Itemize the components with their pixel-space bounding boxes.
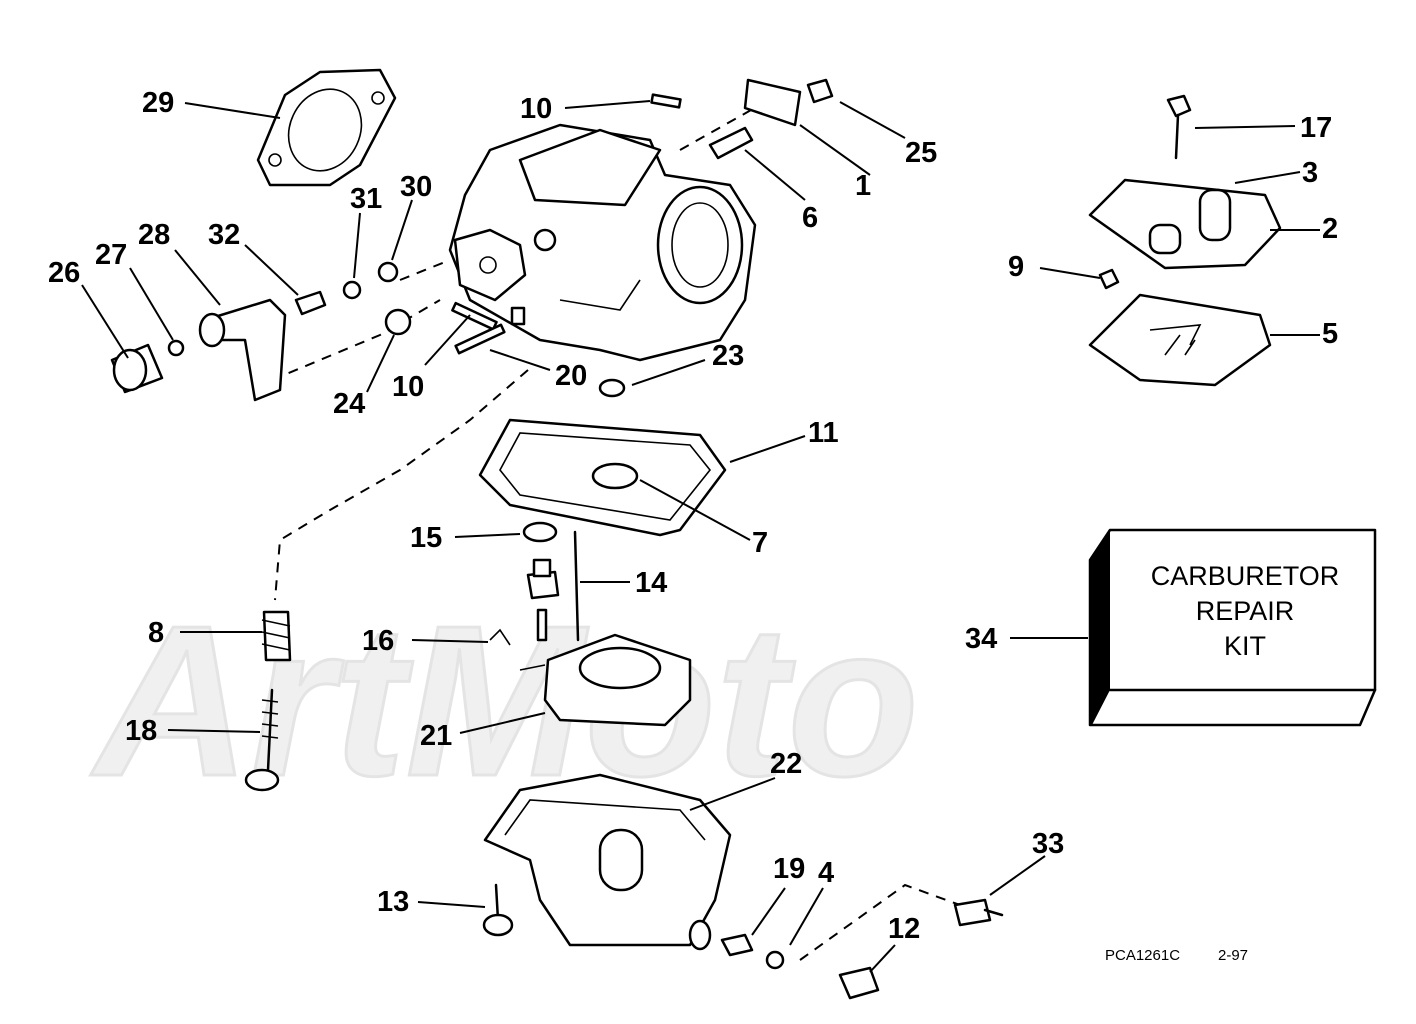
callout-8: 8 [148,617,164,649]
float-bowl [483,773,732,951]
callout-12: 12 [888,913,920,945]
callout-34: 34 [965,623,997,655]
kit-label-line-3: KIT [1224,631,1266,661]
bottom-small-parts [482,883,1004,1000]
needle-spring [244,610,292,792]
part-29-flange-gasket [256,68,397,187]
callout-31: 31 [350,183,382,215]
callout-14: 14 [635,567,667,599]
callout-13: 13 [377,886,409,918]
callout-17: 17 [1300,112,1332,144]
callout-11: 11 [808,417,839,449]
kit-label-line-2: REPAIR [1196,596,1295,626]
figure-code-id: PCA1261C [1105,947,1180,964]
callout-21: 21 [420,720,452,752]
callout-25: 25 [905,137,937,169]
watermark-text: ArtMoto [90,580,919,821]
callout-22: 22 [770,748,802,780]
callout-19: 19 [773,853,805,885]
small-parts-top [650,78,834,160]
callout-5: 5 [1322,318,1338,350]
callout-labels: 1 2 3 4 5 6 7 8 9 10 10 11 12 13 14 15 1… [48,87,1338,945]
watermark: ArtMoto [89,579,921,823]
callout-3: 3 [1302,157,1318,189]
callout-10-bottom: 10 [392,371,424,403]
callout-6: 6 [802,202,818,234]
callout-28: 28 [138,219,170,251]
leader-lines [81,100,1320,973]
needle-seat-float [489,521,692,727]
callout-9: 9 [1008,251,1024,283]
callout-15: 15 [410,522,442,554]
figure-code: PCA1261C 2-97 [1105,947,1248,964]
callout-1: 1 [855,170,871,202]
carburetor-body [448,123,757,362]
callout-24: 24 [333,388,365,420]
callout-23: 23 [712,340,744,372]
kit-label-line-1: CARBURETOR [1151,561,1340,591]
callout-32: 32 [208,219,240,251]
callout-33: 33 [1032,828,1064,860]
float-bowl-cover-parts [1088,94,1282,387]
callout-16: 16 [362,625,394,657]
figure-code-date: 2-97 [1218,947,1248,964]
callout-27: 27 [95,239,127,271]
linkage-parts [110,261,626,402]
callout-29: 29 [142,87,174,119]
assembly-lines [271,104,961,961]
callout-10-top: 10 [520,93,552,125]
callout-2: 2 [1322,213,1338,245]
callout-7: 7 [752,527,768,559]
callout-4: 4 [818,857,834,889]
callout-18: 18 [125,715,157,747]
bowl-gasket [478,418,727,537]
callout-26: 26 [48,257,80,289]
repair-kit-box: CARBURETOR REPAIR KIT [1088,528,1377,727]
callout-30: 30 [400,171,432,203]
callout-20: 20 [555,360,587,392]
